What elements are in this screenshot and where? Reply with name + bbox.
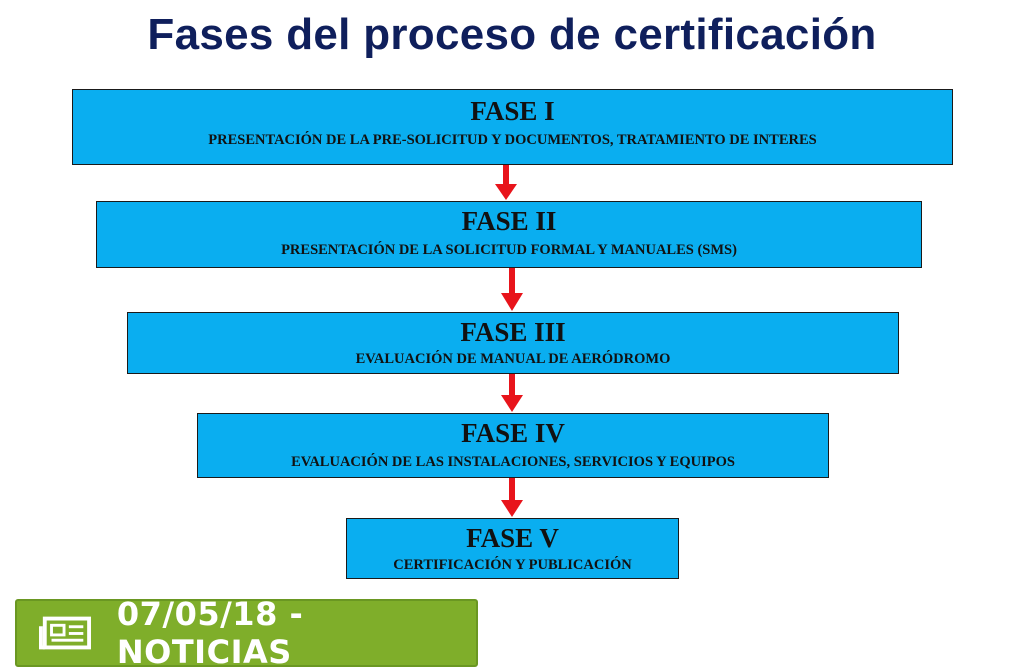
phase-description: CERTIFICACIÓN Y PUBLICACIÓN bbox=[393, 557, 632, 573]
down-arrow-icon bbox=[501, 268, 523, 311]
page-title: Fases del proceso de certificación bbox=[147, 10, 877, 59]
phase-name: FASE I bbox=[470, 96, 555, 126]
badge-label: 07/05/18 - NOTICIAS bbox=[116, 595, 304, 671]
phase-box-2: FASE II PRESENTACIÓN DE LA SOLICITUD FOR… bbox=[96, 201, 922, 268]
phase-description: EVALUACIÓN DE MANUAL DE AERÓDROMO bbox=[355, 351, 671, 367]
newspaper-icon bbox=[39, 616, 92, 650]
phase-name: FASE II bbox=[461, 206, 557, 236]
down-arrow-icon bbox=[495, 165, 517, 200]
phase-description: EVALUACIÓN DE LAS INSTALACIONES, SERVICI… bbox=[291, 454, 735, 470]
phase-name: FASE IV bbox=[461, 418, 565, 448]
down-arrow-icon bbox=[501, 478, 523, 517]
phase-description: PRESENTACIÓN DE LA PRE-SOLICITUD Y DOCUM… bbox=[208, 132, 817, 148]
phase-name: FASE V bbox=[466, 523, 559, 553]
phase-box-5: FASE V CERTIFICACIÓN Y PUBLICACIÓN bbox=[346, 518, 679, 579]
down-arrow-icon bbox=[501, 374, 523, 412]
news-date-badge[interactable]: 07/05/18 - NOTICIAS bbox=[15, 595, 478, 671]
phase-box-1: FASE I PRESENTACIÓN DE LA PRE-SOLICITUD … bbox=[72, 89, 953, 165]
phase-description: PRESENTACIÓN DE LA SOLICITUD FORMAL Y MA… bbox=[281, 242, 737, 258]
phase-box-4: FASE IV EVALUACIÓN DE LAS INSTALACIONES,… bbox=[197, 413, 829, 478]
phase-name: FASE III bbox=[460, 317, 566, 347]
phase-box-3: FASE III EVALUACIÓN DE MANUAL DE AERÓDRO… bbox=[127, 312, 899, 374]
